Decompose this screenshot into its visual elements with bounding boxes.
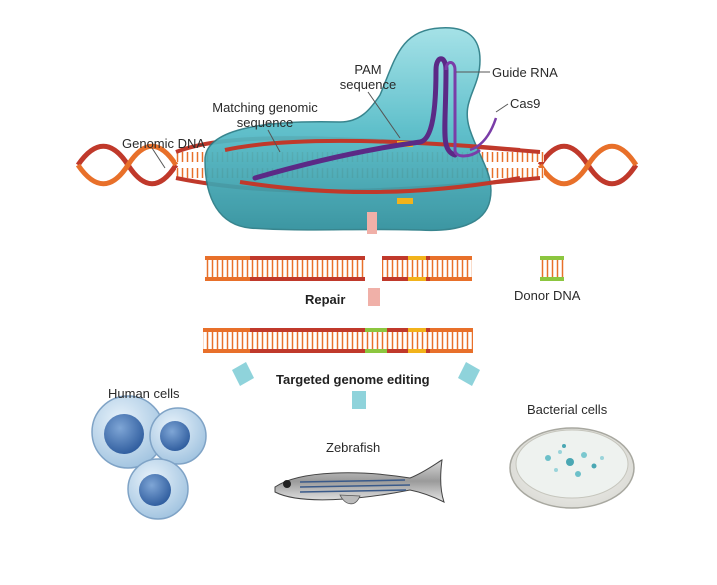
donor-dna-icon — [540, 256, 564, 281]
human-cell-icon — [91, 395, 207, 520]
label-guide-rna: Guide RNA — [492, 65, 558, 80]
zebrafish-icon — [274, 459, 445, 505]
label-zebrafish: Zebrafish — [326, 440, 381, 455]
cut-dna — [205, 256, 472, 281]
label-matching-line1: Matching genomic — [212, 100, 318, 115]
repaired-dna — [203, 328, 473, 353]
label-targeted-editing: Targeted genome editing — [276, 372, 430, 387]
label-cas9: Cas9 — [510, 96, 541, 111]
arrow-icon — [367, 212, 377, 234]
label-donor-dna: Donor DNA — [514, 288, 581, 303]
repair-arrow-icon — [368, 288, 380, 306]
petri-dish-icon — [509, 427, 635, 509]
teal-arrows — [232, 362, 480, 409]
label-genomic-dna: Genomic DNA — [122, 136, 206, 151]
label-pam-line1: PAM — [354, 62, 382, 77]
label-bacterial-cells: Bacterial cells — [527, 402, 608, 417]
label-human-cells: Human cells — [108, 386, 180, 401]
label-matching-line2: sequence — [236, 115, 294, 130]
guide-rna-icon — [252, 56, 498, 181]
leader-lines — [151, 71, 509, 169]
label-repair: Repair — [305, 292, 346, 307]
dna-helix-icon — [75, 143, 639, 187]
label-pam-line2: sequence — [339, 77, 397, 92]
